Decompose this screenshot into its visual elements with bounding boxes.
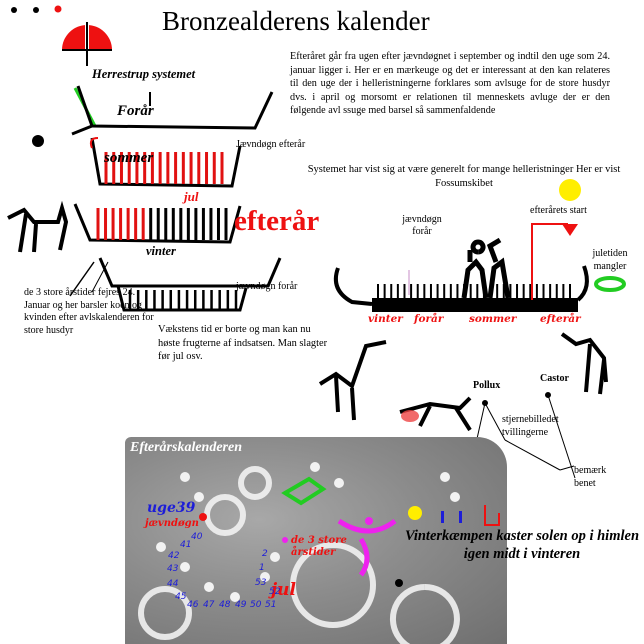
week-1: 1	[259, 563, 265, 573]
tre-store-note: de 3 store årstider fejres 24. Januar og…	[24, 287, 154, 336]
herrestrup-label: Herrestrup systemet	[92, 67, 196, 81]
sun-icon	[559, 179, 581, 201]
ship-sommer	[89, 137, 242, 188]
efteraar-label: efterår	[234, 205, 320, 237]
week-47: 47	[203, 600, 215, 610]
season-vinter: vinter	[368, 313, 403, 325]
uge39-label: uge39	[147, 500, 196, 516]
vaekst-note: Vækstens tid er borte og man kan nu høst…	[158, 324, 328, 362]
season-efteraar: efterår	[540, 313, 581, 325]
sommer-label: sommer	[104, 150, 154, 166]
jaevndogn-foraar-label: jævndøgn forår	[236, 281, 298, 292]
efteraar-start-marker	[531, 223, 578, 300]
efteraarets-start-label: efterårets start	[530, 205, 587, 216]
system-note: Systemet har vist sig at være generelt f…	[307, 164, 621, 189]
rock-carvings	[138, 462, 500, 644]
pointer-line	[91, 261, 109, 293]
jaevndogn-efteraar-label: Jævndøgn efterår	[236, 139, 306, 150]
week-42: 42	[168, 551, 180, 561]
pollux-label: Pollux	[473, 380, 501, 391]
castor-label: Castor	[540, 373, 569, 384]
intro-paragraph: Efteråret går fra ugen efter jævndøgnet …	[290, 51, 610, 117]
animals-right	[318, 332, 608, 432]
season-sommer: sommer	[469, 313, 517, 325]
season-foraar: forår	[414, 313, 444, 325]
green-ring-icon	[594, 276, 626, 292]
rock-jul-label: jul	[271, 580, 296, 600]
animal-left	[7, 200, 69, 253]
page-title: Bronzealderens kalender	[162, 6, 430, 36]
fossum-ship	[333, 237, 589, 312]
foraar-label: Forår	[117, 103, 154, 119]
red-blob	[401, 410, 419, 422]
week-52: 52	[269, 587, 281, 597]
black-dot	[32, 135, 44, 147]
vinter-label: vinter	[146, 244, 176, 258]
jul-label: jul	[184, 189, 199, 204]
week-53: 53	[255, 578, 267, 588]
rock-carving-photo	[125, 437, 507, 644]
week-50: 50	[250, 600, 262, 610]
rock-jaevndogn-label: jævndøgn	[145, 518, 199, 529]
ship-efteraar	[73, 203, 242, 244]
ship-foraar	[71, 85, 274, 136]
dot-2	[33, 7, 39, 13]
juletiden-label: juletiden mangler	[592, 248, 628, 272]
week-43: 43	[167, 564, 179, 574]
week-2: 2	[262, 549, 268, 559]
week-49: 49	[235, 600, 247, 610]
week-41: 41	[180, 540, 192, 550]
week-45: 45	[175, 592, 187, 602]
week-44: 44	[167, 579, 179, 589]
vinterkaemp-caption: Vinterkæmpen kaster solen op i himlen ig…	[404, 528, 640, 562]
rock-title: Efterårskalenderen	[130, 440, 242, 455]
sun-wheel-icon	[62, 22, 112, 66]
fossum-jaevndogn-label: jævndøgn forår	[402, 214, 442, 237]
week-51: 51	[265, 600, 277, 610]
dot-1	[11, 7, 17, 13]
stjernebilledet-label: stjernebilledet tvillingerne	[502, 414, 559, 438]
bemaerk-label: bemærk benet	[574, 465, 607, 489]
constellation	[469, 392, 576, 479]
week-48: 48	[219, 600, 231, 610]
week-46: 46	[187, 600, 199, 610]
ship-vinter	[69, 257, 282, 312]
dot-3	[54, 5, 62, 13]
week-40: 40	[191, 532, 203, 542]
rock-tre-store-label: de 3 store årstider	[291, 535, 347, 558]
